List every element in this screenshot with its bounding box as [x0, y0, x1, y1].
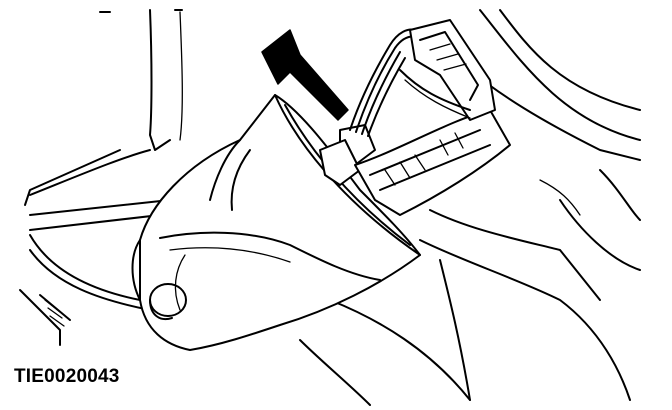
electrical-connector [319, 109, 511, 216]
callout-arrow-icon [261, 29, 349, 121]
wiring-harness [349, 28, 419, 137]
end-cap-button [149, 283, 187, 317]
column-shroud-lower [19, 234, 371, 406]
switch-housing [131, 94, 421, 351]
figure-reference-code: TIE0020043 [14, 366, 120, 387]
mounting-bracket [399, 19, 496, 121]
